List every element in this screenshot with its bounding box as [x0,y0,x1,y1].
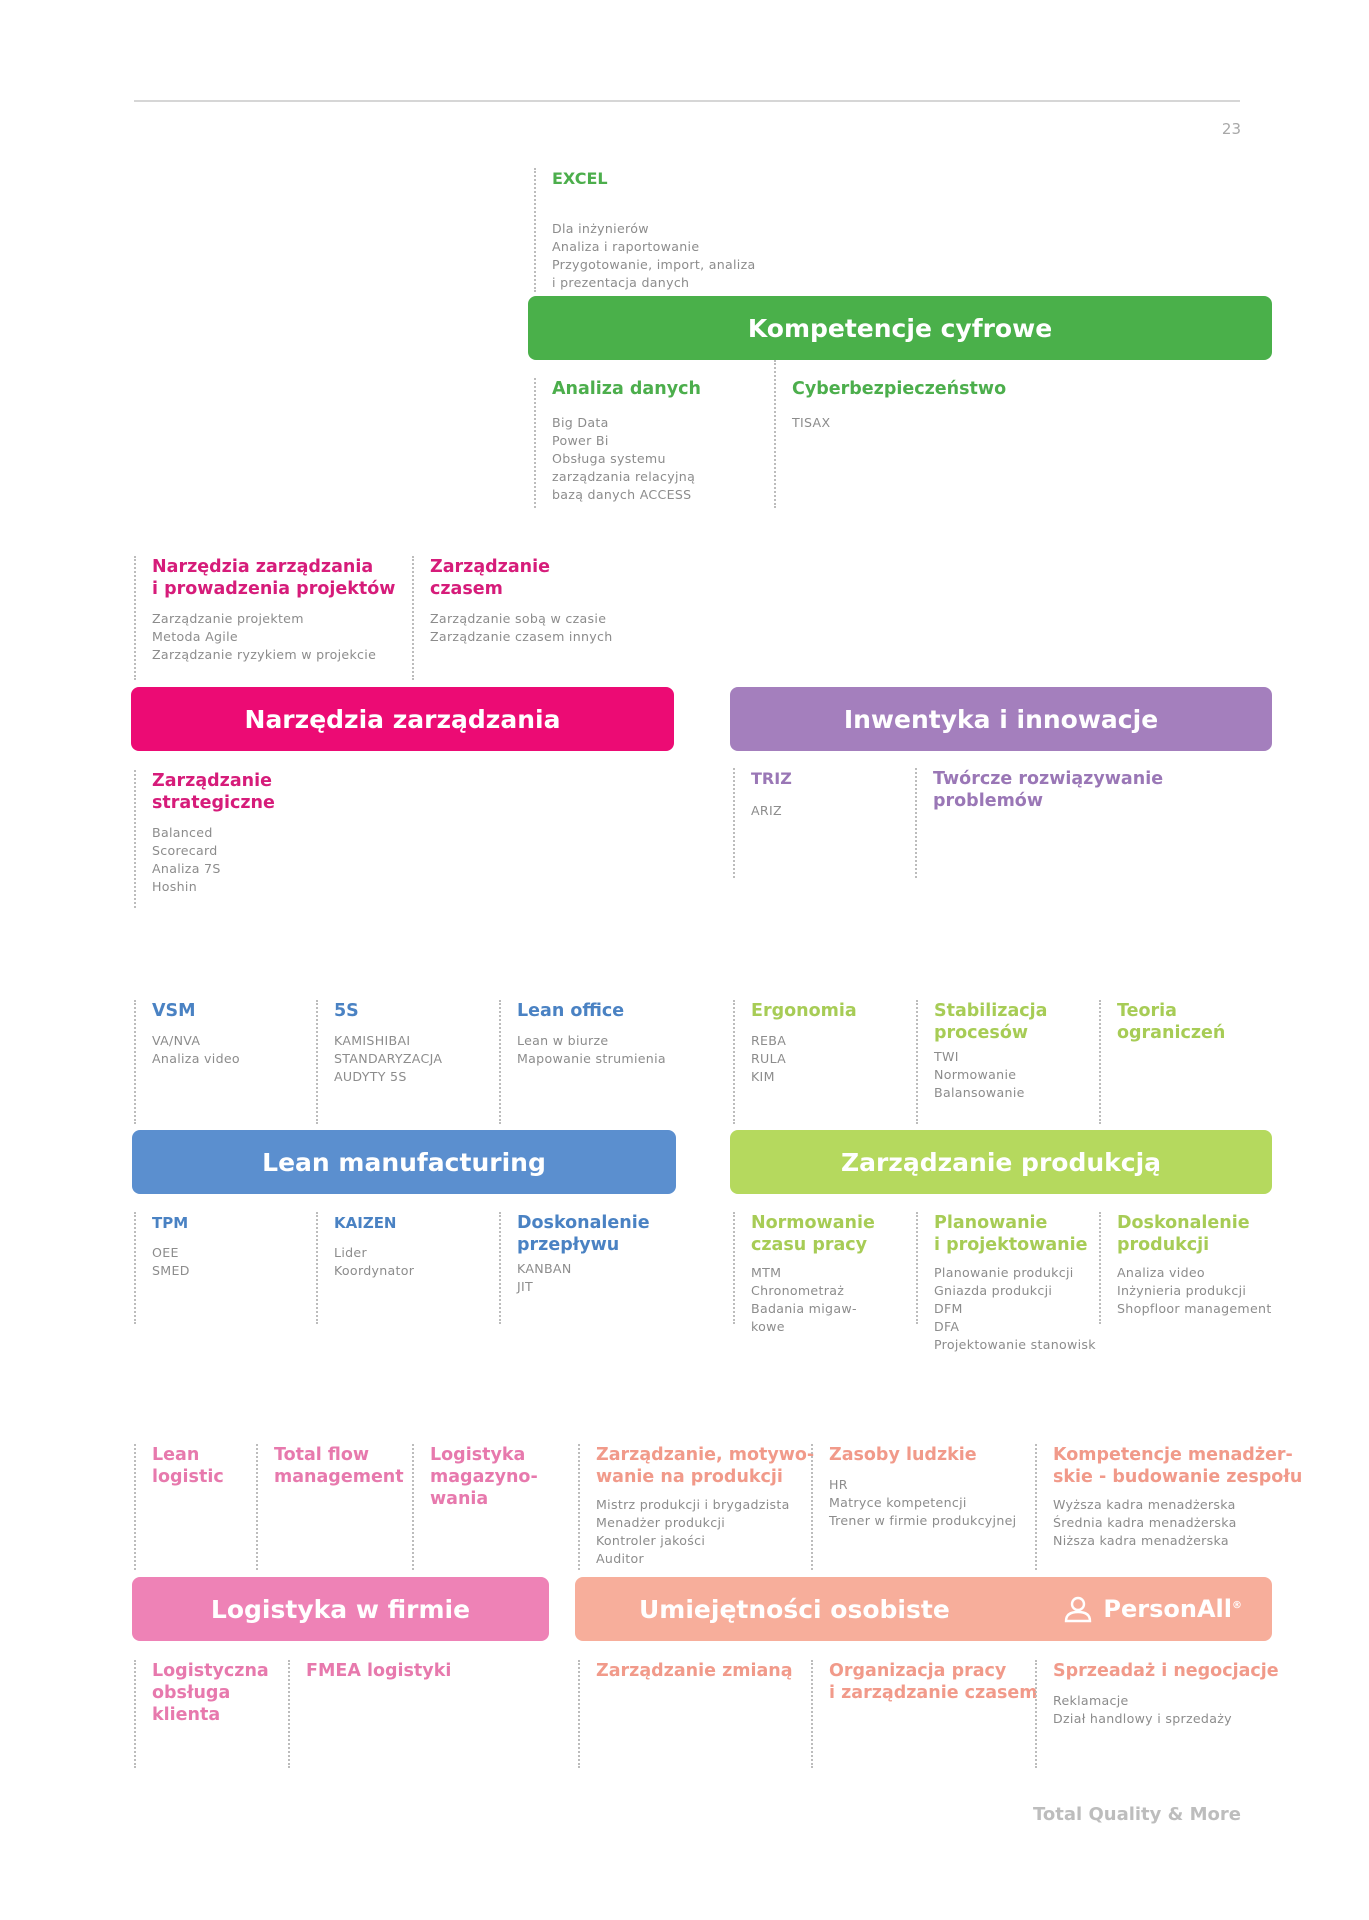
change-management-block: Zarządzanie zmianą [578,1660,793,1768]
category-bar-digital: Kompetencje cyfrowe [528,296,1272,360]
block-title: Lean office [517,1001,625,1021]
page-number: 23 [1221,120,1241,138]
block-title: EXCEL [552,169,608,188]
block-title: Kompetencje menadżer-skie - budowanie ze… [1053,1445,1303,1487]
category-bar-lean: Lean manufacturing [132,1130,676,1194]
block-items: TISAX [792,415,831,430]
top-divider [134,100,1240,102]
block-title: Zasoby ludzkie [829,1445,977,1465]
managerial-competences-block: Kompetencje menadżer-skie - budowanie ze… [1035,1444,1302,1570]
category-bar-management: Narzędzia zarządzania [131,687,674,751]
production-motivation-block: Zarządzanie, motywo-wanie na produkcji M… [578,1444,814,1570]
block-title: VSM [152,1001,196,1021]
personall-logo: PersonAll® [1063,1577,1242,1641]
block-title: TPM [152,1214,189,1232]
block-title: FMEA logistyki [306,1661,452,1681]
block-title: Sprzeadaż i negocjacje [1053,1661,1279,1681]
block-title: Ergonomia [751,1001,857,1021]
block-title: Analiza danych [552,379,701,399]
fmea-logistics-block: FMEA logistyki [288,1660,451,1768]
category-bar-logistics: Logistyka w firmie [132,1577,549,1641]
triz-block: TRIZ ARIZ [733,768,792,878]
block-items: ARIZ [751,803,782,818]
category-bar-production: Zarządzanie produkcją [730,1130,1272,1194]
person-icon [1065,1596,1092,1623]
block-title: Zarządzanie zmianą [596,1661,793,1681]
block-title: 5S [334,1001,359,1021]
category-bar-personal: Umiejętności osobiste PersonAll® [575,1577,1272,1641]
cybersecurity-block: Cyberbezpieczeństwo TISAX [774,360,1006,508]
block-title: Cyberbezpieczeństwo [792,379,1007,399]
block-title: KAIZEN [334,1214,397,1232]
category-bar-innovation: Inwentyka i innowacje [730,687,1272,751]
brand-name: PersonAll® [1103,1595,1242,1623]
footer-brand: Total Quality & More [1033,1804,1241,1825]
block-title: Zarządzanie, motywo-wanie na produkcji [596,1445,815,1487]
bar-title: Umiejętności osobiste [639,1594,950,1624]
block-title: TRIZ [751,769,792,788]
